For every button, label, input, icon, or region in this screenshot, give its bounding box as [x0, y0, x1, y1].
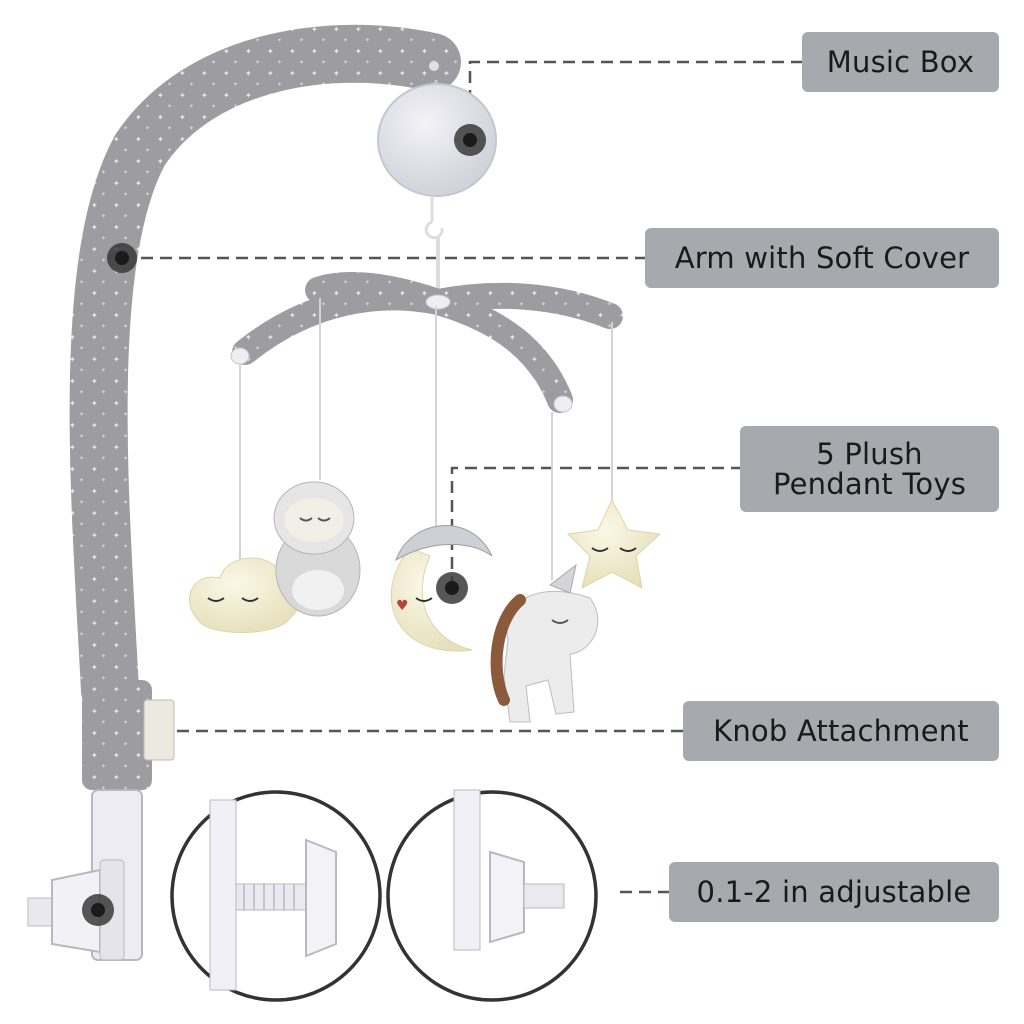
music-box-label: Music Box: [802, 32, 999, 92]
svg-text:♥: ♥: [396, 598, 409, 614]
clamp-detail-left: [170, 790, 382, 1002]
hanger-tips: [230, 294, 573, 413]
arm-label: Arm with Soft Cover: [645, 228, 999, 288]
unicorn-toy: [490, 563, 599, 723]
adjustable-label: 0.1-2 in adjustable: [669, 862, 999, 922]
star-toy: [567, 499, 661, 589]
moon-toy: ♥: [390, 525, 493, 652]
music-box: [377, 80, 497, 300]
owl-toy: [273, 481, 361, 617]
knob-attachment-label: Knob Attachment: [683, 701, 999, 761]
plush-toys-label: 5 Plush Pendant Toys: [740, 426, 999, 512]
clamp-detail-right: [386, 789, 598, 1002]
toy-strings: [239, 298, 613, 580]
marker-dots: [82, 124, 486, 926]
toy-hanger: [232, 272, 623, 413]
